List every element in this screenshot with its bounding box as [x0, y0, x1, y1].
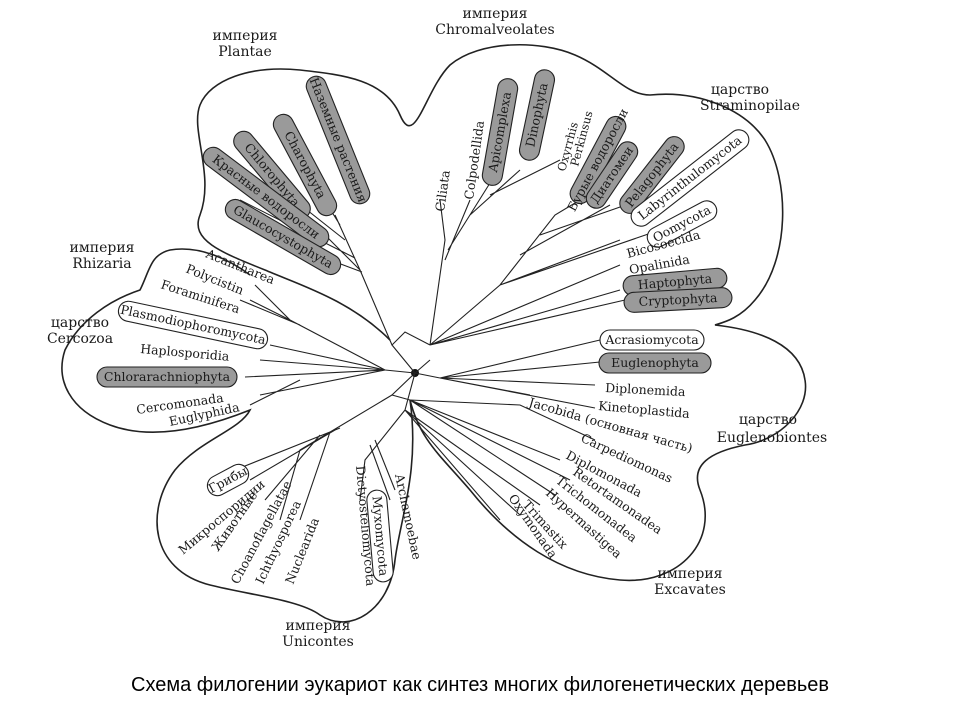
branches-unicontes [234, 394, 406, 521]
taxon-colpodellida: Colpodellida [461, 119, 487, 200]
lozenge-plasmodiophoromycota [117, 300, 269, 350]
taxon-chlorarachniophyta: Chlorarachniophyta [104, 369, 231, 384]
taxon-haptophyta: Haptophyta [637, 271, 713, 292]
lozenge-charophyta [272, 113, 338, 217]
lozenge-glaucocystophyta [224, 198, 342, 276]
taxon-diplonemida: Diplonemida [605, 380, 687, 399]
unicontes-rank: империя [286, 618, 351, 634]
unicontes-name: Unicontes [282, 634, 354, 650]
branches-rhizaria [239, 284, 386, 406]
lozenge-red-algae [202, 146, 330, 248]
excavates-rank: империя [658, 566, 723, 582]
chromalveolates-rank: империя [463, 6, 528, 22]
lozenge-fungi [206, 463, 250, 497]
lozenge-diatoms [585, 141, 639, 209]
figure-caption: Схема филогении эукариот как синтез мног… [131, 674, 829, 696]
euglenobiontes-rank: царство [739, 412, 797, 428]
central-branches [384, 331, 441, 411]
lozenge-pelagophyta [619, 136, 685, 214]
branches-excavates [404, 339, 601, 521]
plantae-rank: империя [213, 28, 278, 44]
rhizaria-rank: империя [70, 240, 135, 256]
supergroup-outline [61, 43, 807, 623]
lozenge-myxomycota [366, 489, 394, 583]
lozenge-acrasiomycota [599, 329, 705, 351]
excavates-name: Excavates [654, 582, 726, 598]
taxon-myxomycota: Myxomycota [370, 495, 392, 577]
lozenge-euglenophyta [598, 352, 712, 374]
lozenge-apicomplexa [481, 78, 519, 186]
taxon-euglenophyta: Euglenophyta [611, 355, 699, 370]
branches-chromalveolates [429, 159, 661, 346]
straminopilae-name: Straminopilae [700, 98, 800, 114]
taxon-cryptophyta: Cryptophyta [638, 290, 718, 309]
cercozoa-name: Cercozoa [47, 331, 113, 347]
lozenge-land-plants [305, 75, 371, 205]
taxon-acrasiomycota: Acrasiomycota [604, 332, 699, 347]
plantae-name: Plantae [218, 44, 272, 60]
taxon-haplosporidia: Haplosporidia [140, 341, 231, 364]
lozenge-chlorarachniophyta [96, 366, 238, 388]
lozenge-dinophyta [518, 69, 556, 161]
taxon-ciliata: Ciliata [432, 169, 453, 213]
lozenge-cryptophyta [623, 287, 733, 313]
lozenge-oomycota [646, 200, 718, 248]
euglenobiontes-name: Euglenobiontes [717, 430, 827, 446]
cercozoa-rank: царство [51, 315, 109, 331]
rhizaria-name: Rhizaria [72, 256, 131, 272]
straminopilae-rank: царство [711, 82, 769, 98]
lozenge-labyrinthulomycota [630, 129, 750, 227]
chromalveolates-name: Chromalveolates [435, 22, 555, 38]
